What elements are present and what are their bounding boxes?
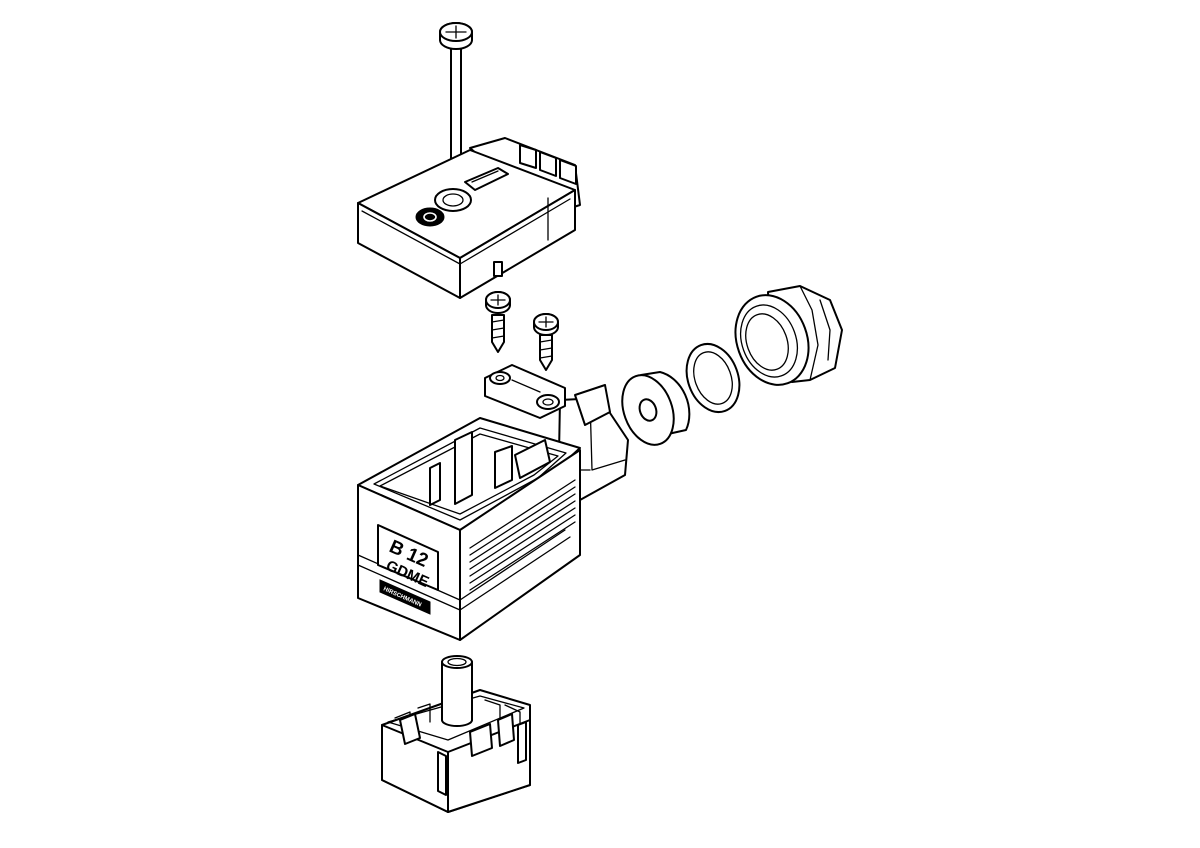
gland-nut — [734, 285, 843, 386]
connector-housing — [357, 364, 629, 641]
contact-insert — [381, 655, 531, 813]
rubber-seal — [621, 371, 691, 446]
small-screw-left — [485, 291, 511, 353]
washer-ring — [685, 343, 741, 413]
small-screw-right — [533, 313, 559, 371]
cover-screw — [439, 22, 473, 174]
top-cover — [357, 137, 581, 299]
